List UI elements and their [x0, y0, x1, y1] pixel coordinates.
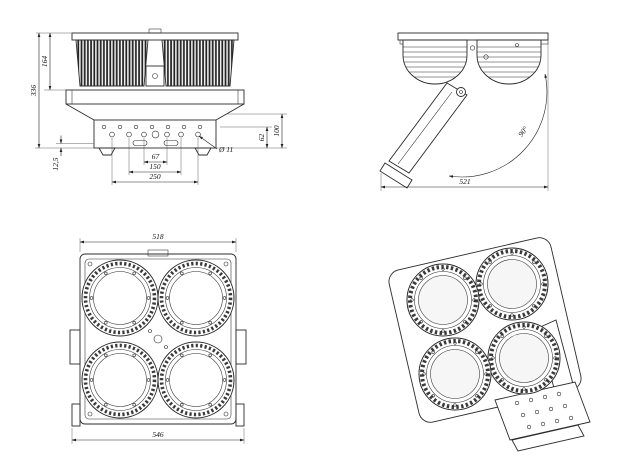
iso-lamp [417, 336, 493, 412]
dim-62-label: 62 [257, 134, 266, 142]
frame-inner [84, 258, 232, 420]
dim-164-label: 164 [40, 56, 49, 68]
dim-12-5-label: 12,5 [51, 157, 60, 170]
iso-bracket-plate [494, 381, 591, 441]
top-center-hook [148, 28, 162, 34]
dim-67-label: 67 [152, 152, 160, 161]
bottom-tab-left [71, 403, 81, 427]
plate-holes [101, 124, 203, 146]
mounting-plate [93, 119, 217, 149]
knob-bolt [469, 45, 475, 51]
side-tab-right [235, 329, 247, 365]
bottom-view: 518 546 [69, 232, 247, 444]
dim-250-label: 250 [149, 172, 161, 181]
dim-546-label: 546 [152, 430, 164, 439]
side-tab-left [69, 329, 81, 365]
dim-100-label: 100 [272, 125, 281, 137]
front-dimensions: 164 336 100 62 12,5 67 150 25 [29, 32, 287, 185]
rotation-arc [448, 73, 548, 178]
hinge-bolt [152, 73, 158, 79]
iso-lamp [474, 246, 550, 322]
center-hub [153, 334, 163, 344]
iso-lamp [405, 262, 481, 338]
isometric-view [388, 237, 591, 452]
mounting-arm [388, 82, 468, 174]
pivot-bolt [456, 87, 466, 97]
plate-foot-left [98, 147, 116, 156]
bracket-band [65, 89, 245, 105]
dim-dia11-label: Ø 11 [218, 145, 233, 154]
iso-bracket-holes [514, 391, 574, 430]
housing-top-bar [71, 32, 239, 41]
center-hinge [145, 65, 165, 87]
dim-518-label: 518 [152, 232, 164, 241]
lamp-lens [156, 258, 236, 338]
dim-521-label: 521 [459, 177, 470, 186]
iso-foot [511, 424, 585, 452]
front-view: 164 336 100 62 12,5 67 150 25 [29, 28, 287, 185]
top-bracket [147, 249, 169, 257]
side-view: 90° 521 [379, 32, 549, 191]
housing-top-bar-side [397, 32, 549, 41]
plate-foot-right [194, 147, 212, 156]
iso-lamp [486, 320, 562, 396]
dim-336-label: 336 [29, 85, 38, 98]
heatsink-fins-left [75, 39, 149, 87]
lamp-lens [80, 258, 160, 338]
dim-150-label: 150 [149, 162, 161, 171]
dim-90deg-label: 90° [516, 125, 530, 139]
heatsink-fins-right [161, 39, 235, 87]
bottom-tab-right [235, 403, 245, 427]
lamp-lens [80, 340, 160, 420]
lamp-lens [156, 340, 236, 420]
